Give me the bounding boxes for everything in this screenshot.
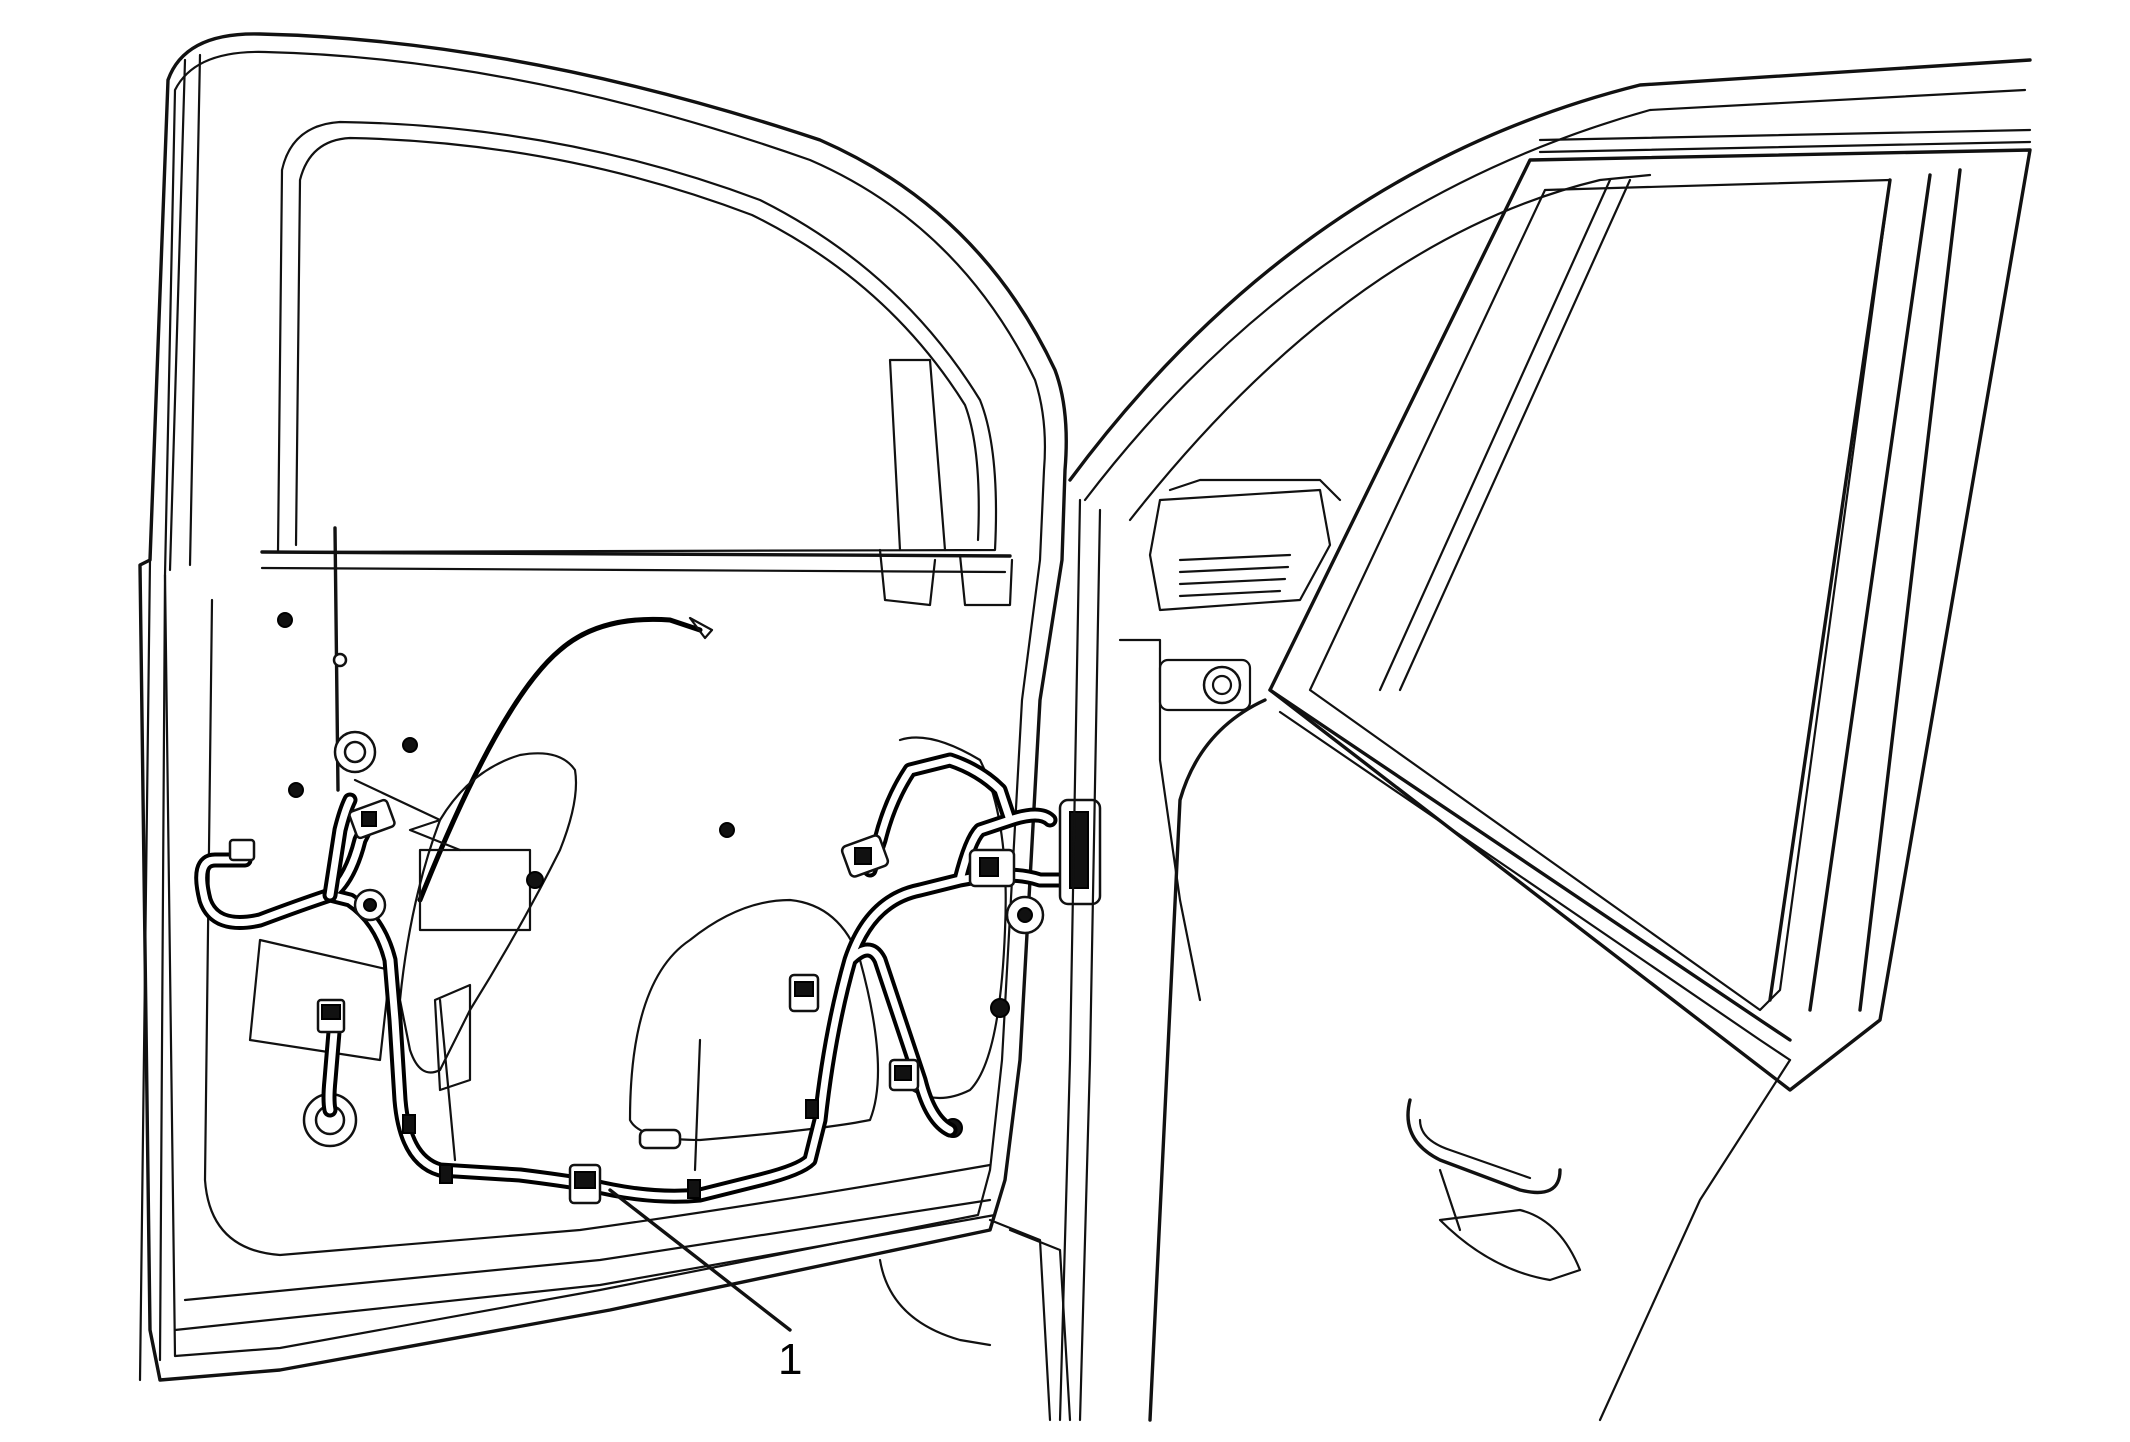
- running-board: [878, 1218, 1072, 1422]
- roof-line: [1068, 58, 2032, 482]
- front-door: [138, 32, 1068, 1382]
- front-door-beltline-lower: [260, 566, 1007, 574]
- rear-door-belt-molding: [1268, 688, 1792, 1042]
- callout-1-leader: [608, 1188, 792, 1332]
- vehicle-body: [1058, 58, 2032, 1422]
- mirror-mount-bracket: [888, 358, 947, 552]
- lower-bracket: [248, 938, 392, 1062]
- dash-lower: [1118, 638, 1202, 1002]
- dash-top: [1168, 478, 1342, 502]
- door-opening-seal: [1128, 173, 1652, 522]
- front-door-bottom-lip-2: [173, 1213, 997, 1332]
- routing-arrows: [353, 778, 702, 1172]
- window-regulator-rod: [332, 526, 377, 792]
- front-door-window-opening: [276, 120, 998, 554]
- dash-vent-grille: [1178, 553, 1292, 598]
- upper-corner-bracket: [878, 548, 1014, 607]
- dash-vent-housing: [1148, 488, 1332, 612]
- front-door-window-inner: [294, 136, 980, 547]
- front-door-beltline: [260, 550, 1012, 558]
- front-door-hinge-edge-2: [158, 573, 167, 1362]
- rear-door-window-glass: [1308, 178, 1892, 1012]
- callout-1-label: 1: [778, 1335, 803, 1384]
- rear-door-panel: [1148, 698, 1267, 1422]
- door-handle-icon: [1406, 1098, 1582, 1282]
- latch-cable: [417, 616, 714, 903]
- module-bracket: [418, 848, 532, 932]
- rear-door-rear-edge: [1598, 1058, 1792, 1422]
- a-pillar-2: [1078, 508, 1102, 1422]
- rear-door-window-frame: [1268, 148, 2032, 1092]
- front-door-outer-frame: [138, 32, 1068, 1382]
- a-pillar: [1058, 498, 1082, 1422]
- harness-clips: [402, 1099, 819, 1199]
- front-door-inner-panel-edge: [203, 598, 992, 1257]
- rear-door-belt-molding-2: [1278, 710, 1792, 1062]
- speaker-bracket: [433, 983, 472, 1092]
- front-door-inner-frame: [163, 50, 1047, 1358]
- rear-window-division-bar: [1378, 178, 1632, 692]
- drain-slot: [638, 1128, 682, 1150]
- start-button-icon: [1158, 658, 1252, 712]
- window-run-channel: [168, 53, 202, 572]
- door-inner-cutouts: [248, 736, 1007, 1150]
- rear-window-divider: [1768, 168, 1962, 1012]
- roof-rail-trim: [1538, 128, 2032, 154]
- rear-door: [1148, 128, 2032, 1422]
- roof-line-inner: [1083, 88, 2027, 502]
- front-door-bottom-lip: [183, 1198, 992, 1302]
- front-door-hinge-edge: [138, 558, 152, 1382]
- harness-main-trunk-core: [198, 756, 1064, 1200]
- latch-cutout: [898, 736, 1007, 1100]
- upper-cutout: [398, 752, 578, 1074]
